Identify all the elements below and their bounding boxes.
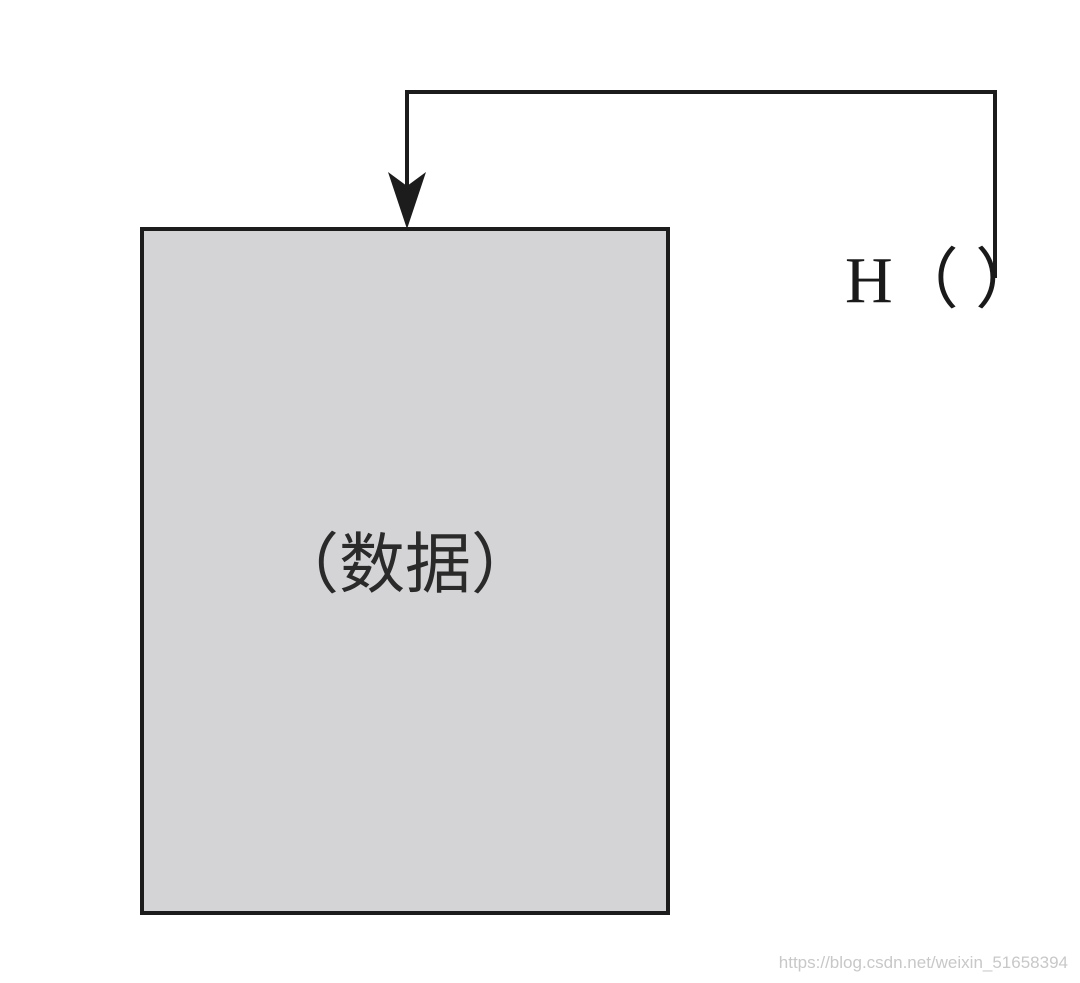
feedback-connector (405, 90, 997, 278)
data-block-label: （数据） (273, 526, 537, 603)
arrowhead-down-icon (388, 172, 426, 229)
hash-function-label: H（ ） (845, 244, 1042, 317)
data-block (140, 227, 670, 915)
watermark: https://blog.csdn.net/weixin_51658394 (778, 953, 1068, 972)
